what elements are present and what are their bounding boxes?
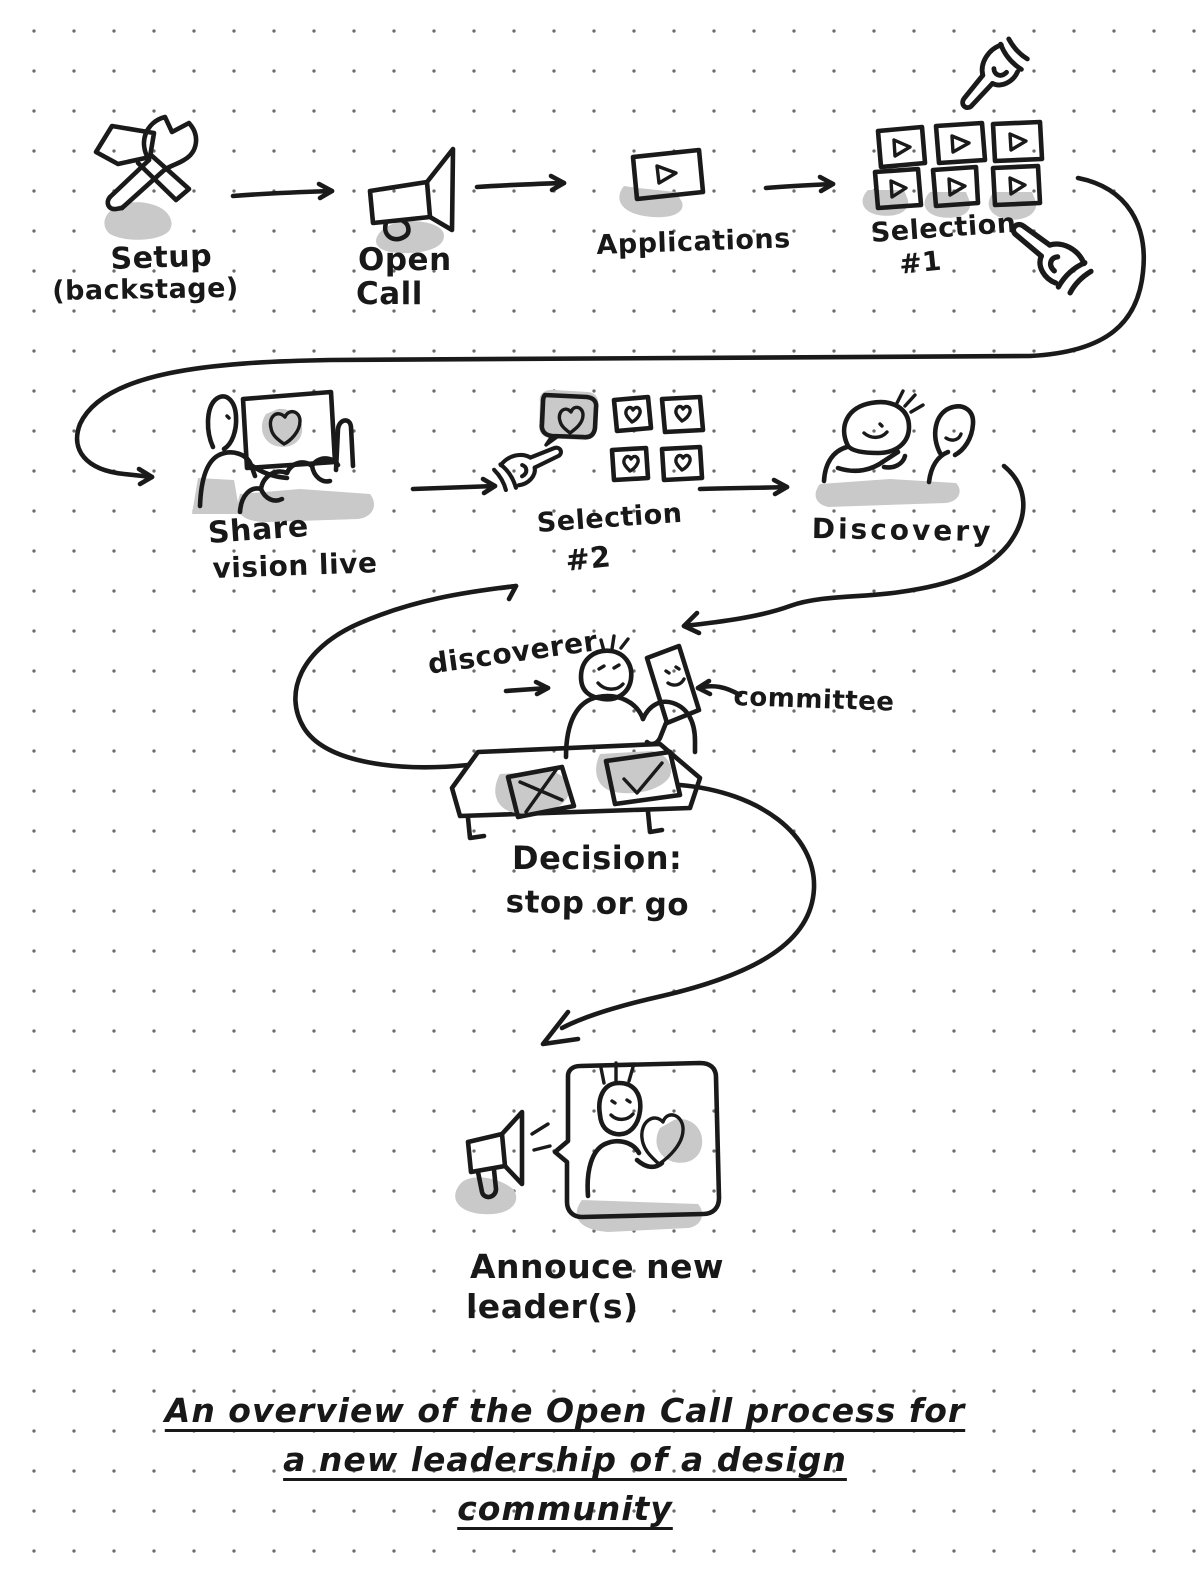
arrow-discoverer-annotation — [503, 679, 551, 697]
caption-line-2: a new leadership of a design — [283, 1440, 847, 1479]
pointing-hand-icon — [492, 435, 566, 493]
megaphone-framed-leader-icon — [455, 1060, 722, 1232]
arrow-share-to-selection-2 — [410, 476, 498, 496]
caption-line-1: An overview of the Open Call process for — [164, 1391, 966, 1430]
label-share: Share — [206, 508, 310, 551]
video-card-grid-icon — [862, 119, 1045, 220]
label-selection-1-number: #1 — [897, 245, 944, 281]
video-card-icon — [619, 147, 706, 218]
label-leaders: leader(s) — [466, 1287, 639, 1326]
label-open: Open — [358, 242, 452, 278]
label-committee: committee — [733, 682, 895, 718]
label-decision: Decision: — [512, 839, 683, 877]
arrow-applications-to-selection-1 — [763, 174, 836, 194]
curve-selection1-to-share — [74, 175, 1147, 487]
label-applications: Applications — [595, 223, 792, 261]
hammer-wrench-icon — [93, 114, 199, 240]
arrow-selection2-to-discovery — [697, 477, 790, 497]
loop-decision-to-selection-2 — [293, 583, 519, 770]
label-setup-backstage: (backstage) — [51, 272, 240, 307]
arrow-open-call-to-applications — [474, 173, 567, 193]
label-stop-or-go: stop or go — [505, 884, 690, 924]
megaphone-icon — [367, 146, 456, 254]
label-vision-live: vision live — [211, 546, 378, 585]
arrow-setup-to-open-call — [230, 181, 335, 201]
pointing-hand-icon — [1004, 210, 1094, 297]
label-setup: Setup — [109, 238, 213, 277]
curve-decision-to-announce — [540, 782, 817, 1047]
caption-line-3: community — [457, 1489, 673, 1528]
label-selection-2-number: #2 — [563, 539, 613, 578]
label-discovery: Discovery — [811, 512, 994, 549]
curve-discovery-to-decision — [681, 463, 1026, 636]
label-call: Call — [356, 276, 423, 312]
pointing-hand-icon — [950, 36, 1031, 117]
two-people-talking-icon — [815, 389, 976, 507]
arrow-committee-annotation — [695, 678, 743, 698]
label-announce-new: Annouce new — [470, 1247, 724, 1286]
caption: An overview of the Open Call process for… — [115, 1386, 1015, 1533]
heart-card-grid-icon — [539, 389, 706, 483]
presenter-audience-icon — [192, 389, 374, 522]
table-with-ballots-icon — [449, 634, 703, 841]
